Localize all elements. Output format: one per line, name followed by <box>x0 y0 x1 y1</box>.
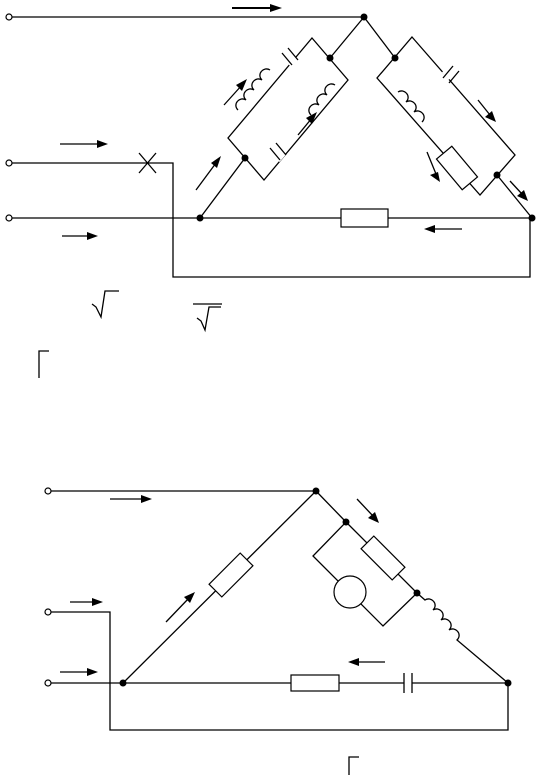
bottom-inductor-1 <box>416 592 509 684</box>
top-capacitor-3 <box>441 65 460 84</box>
top-terminal-a <box>5 13 13 21</box>
bottom-resistor-1 <box>208 552 254 598</box>
bottom-line-b <box>51 611 509 731</box>
top-current-arrow-line-b <box>60 140 108 148</box>
top-current-arrow-line-a <box>232 4 282 12</box>
sqrt-symbol <box>91 290 119 320</box>
top-left-parallel-box <box>227 36 349 182</box>
top-current-arrow-5 <box>426 151 440 182</box>
top-circuit <box>5 4 536 378</box>
top-current-arrow-4 <box>477 99 496 122</box>
gamma-symbol <box>38 350 49 378</box>
bottom-ac-source <box>333 575 367 609</box>
top-resistor-2 <box>340 208 389 228</box>
top-capacitor-2 <box>269 142 287 163</box>
bottom-current-arrow-line-a <box>110 495 152 503</box>
bottom-resistor-3 <box>290 674 340 692</box>
bottom-current-arrow-line-b <box>70 598 103 606</box>
bottom-right-parallel-box <box>312 521 418 627</box>
top-right-branch-wire <box>363 16 396 59</box>
gamma-symbol <box>348 756 359 775</box>
bottom-current-arrow-3 <box>348 658 385 666</box>
top-current-arrow-6 <box>509 180 528 201</box>
bottom-circuit <box>44 487 512 775</box>
bottom-terminal-c <box>44 679 52 687</box>
sqrt-symbol <box>193 303 222 333</box>
top-terminal-b <box>5 159 13 167</box>
bottom-current-arrow-2 <box>356 498 379 523</box>
top-right-parallel-box <box>376 36 516 196</box>
bottom-terminal-a <box>44 487 52 495</box>
top-inductor-1 <box>235 68 271 111</box>
bottom-resistor-2 <box>360 535 406 581</box>
line-break-x-mark <box>138 152 157 174</box>
top-left-branch-wire <box>329 16 365 59</box>
top-inductor-3 <box>397 90 425 123</box>
top-inductor-2 <box>308 83 336 116</box>
top-left-branch-wire <box>199 157 246 219</box>
top-current-arrow-7 <box>424 225 462 233</box>
bottom-terminal-b <box>44 608 52 616</box>
top-terminal-c <box>5 214 13 222</box>
top-resistor-1 <box>435 145 479 191</box>
top-current-arrow-line-c <box>62 232 98 240</box>
top-current-arrow-2 <box>297 112 317 136</box>
bottom-capacitor-1 <box>403 673 413 693</box>
bottom-current-arrow-line-c <box>60 668 98 676</box>
bottom-current-arrow-1 <box>165 592 195 623</box>
bottom-right-branch-wire <box>315 490 347 523</box>
top-line-b <box>12 162 531 278</box>
top-current-arrow-1 <box>223 79 247 106</box>
top-right-branch-wire <box>496 174 533 219</box>
top-capacitor-1 <box>281 47 299 68</box>
top-current-arrow-3 <box>195 156 221 191</box>
